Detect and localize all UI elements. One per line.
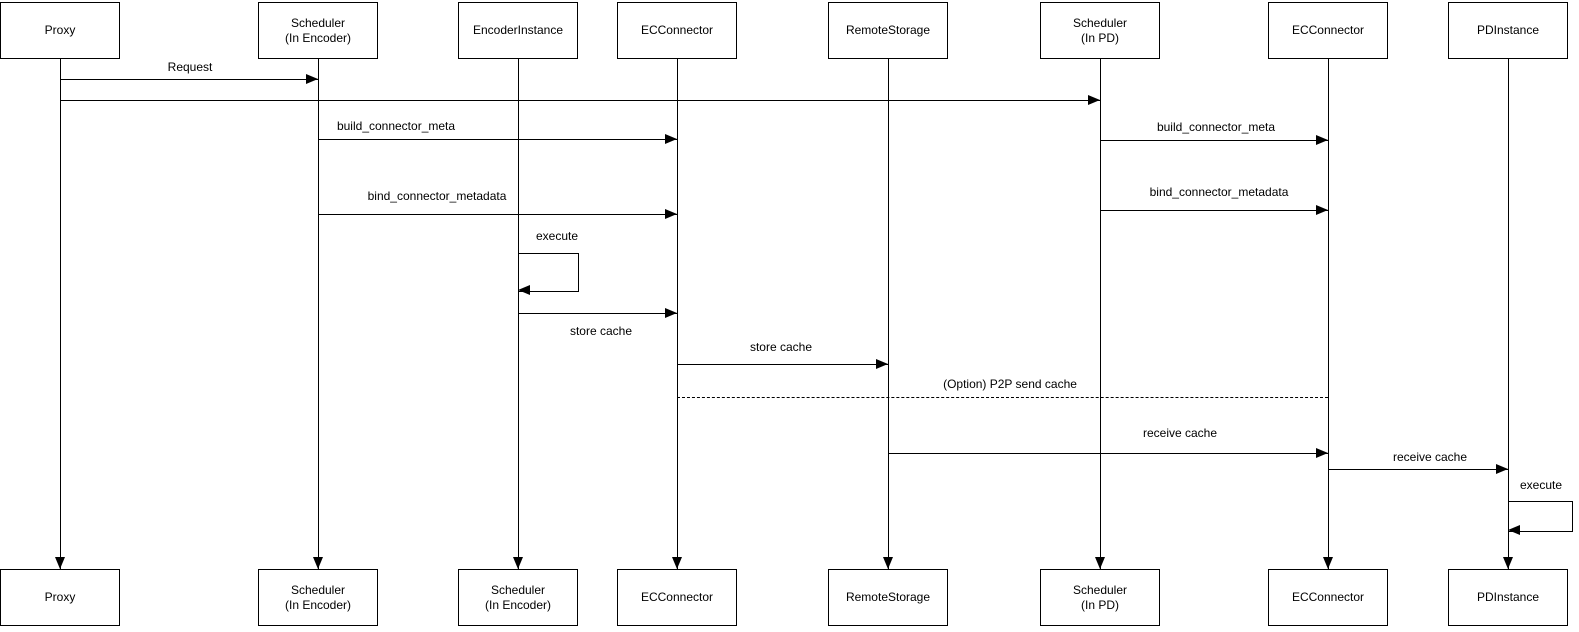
lifeline-remote-storage — [888, 58, 889, 569]
message-line-store-cache-2 — [677, 364, 888, 365]
message-label-request: Request — [165, 60, 215, 74]
lifeline-scheduler-encoder — [318, 58, 319, 569]
message-line-request — [60, 79, 318, 80]
self-message-loop-pd — [1508, 501, 1573, 532]
participant-top-box-proxy: Proxy — [0, 2, 120, 59]
participant-label: RemoteStorage — [845, 590, 931, 604]
message-line-store-cache-1 — [518, 313, 677, 314]
arrowhead-down — [672, 557, 682, 569]
participant-top-box-ecconnector-pd: ECConnector — [1268, 2, 1388, 59]
arrowhead-down — [55, 557, 65, 569]
participant-top-box-encoder-instance: EncoderInstance — [458, 2, 578, 59]
message-label-build-connector-meta-right: build_connector_meta — [1154, 120, 1278, 134]
participant-label: Scheduler (In PD) — [1072, 582, 1128, 612]
message-label-receive-cache-1: receive cache — [1140, 426, 1220, 440]
arrowhead-left — [1508, 525, 1520, 535]
participant-top-box-pd-instance: PDInstance — [1448, 2, 1568, 59]
participant-bottom-box-pd-instance: PDInstance — [1448, 569, 1568, 626]
participant-label: PDInstance — [1476, 23, 1540, 37]
participant-label: Scheduler (In PD) — [1072, 15, 1128, 45]
arrowhead-right — [1316, 205, 1328, 215]
message-line-bind-connector-metadata-right — [1100, 210, 1328, 211]
message-line-proxy-to-scheduler-pd — [60, 100, 1100, 101]
participant-bottom-box-scheduler-pd: Scheduler (In PD) — [1040, 569, 1160, 626]
participant-top-box-remote-storage: RemoteStorage — [828, 2, 948, 59]
participant-bottom-box-ecconnector-encoder: ECConnector — [617, 569, 737, 626]
participant-label: ECConnector — [640, 590, 714, 604]
lifeline-pd-instance — [1508, 58, 1509, 569]
participant-label: Scheduler (In Encoder) — [484, 582, 552, 612]
message-label-execute-encoder: execute — [533, 229, 581, 243]
lifeline-ecconnector-pd — [1328, 58, 1329, 569]
message-label-bind-connector-metadata-left: bind_connector_metadata — [365, 189, 509, 203]
participant-bottom-box-ecconnector-pd: ECConnector — [1268, 569, 1388, 626]
self-message-loop-encoder — [518, 253, 579, 292]
lifeline-ecconnector-encoder — [677, 58, 678, 569]
arrowhead-left — [518, 285, 530, 295]
arrowhead-right — [665, 308, 677, 318]
message-label-store-cache-2: store cache — [747, 340, 815, 354]
arrowhead-right — [306, 74, 318, 84]
message-label-store-cache-1: store cache — [567, 324, 635, 338]
message-line-build-connector-meta-left — [318, 139, 677, 140]
message-line-receive-cache-2 — [1328, 469, 1508, 470]
participant-label: ECConnector — [1291, 23, 1365, 37]
participant-label: ECConnector — [1291, 590, 1365, 604]
participant-label: ECConnector — [640, 23, 714, 37]
participant-label: RemoteStorage — [845, 23, 931, 37]
participant-top-box-ecconnector-encoder: ECConnector — [617, 2, 737, 59]
arrowhead-right — [665, 134, 677, 144]
arrowhead-right — [876, 359, 888, 369]
message-line-receive-cache-1 — [888, 453, 1328, 454]
message-label-execute-pd: execute — [1517, 478, 1565, 492]
participant-label: PDInstance — [1476, 590, 1540, 604]
lifeline-proxy — [60, 58, 61, 569]
participant-label: Proxy — [44, 590, 76, 604]
arrowhead-right — [1088, 95, 1100, 105]
message-line-bind-connector-metadata-left — [318, 214, 677, 215]
participant-bottom-box-remote-storage: RemoteStorage — [828, 569, 948, 626]
participant-label: EncoderInstance — [472, 23, 564, 37]
arrowhead-down — [883, 557, 893, 569]
message-line-build-connector-meta-right — [1100, 140, 1328, 141]
arrowhead-right — [1496, 464, 1508, 474]
arrowhead-right — [1316, 448, 1328, 458]
arrowhead-down — [513, 557, 523, 569]
arrowhead-right — [665, 209, 677, 219]
arrowhead-down — [313, 557, 323, 569]
participant-bottom-box-encoder-instance: Scheduler (In Encoder) — [458, 569, 578, 626]
message-label-p2p-send-cache: (Option) P2P send cache — [941, 377, 1079, 391]
arrowhead-down — [1095, 557, 1105, 569]
arrowhead-right — [1316, 135, 1328, 145]
message-label-build-connector-meta-left: build_connector_meta — [334, 119, 458, 133]
participant-bottom-box-proxy: Proxy — [0, 569, 120, 626]
lifeline-scheduler-pd — [1100, 58, 1101, 569]
arrowhead-down — [1323, 557, 1333, 569]
message-label-bind-connector-metadata-right: bind_connector_metadata — [1147, 185, 1291, 199]
arrowhead-down — [1503, 557, 1513, 569]
participant-label: Scheduler (In Encoder) — [284, 582, 352, 612]
message-line-p2p-send-cache — [677, 397, 1328, 398]
participant-top-box-scheduler-pd: Scheduler (In PD) — [1040, 2, 1160, 59]
participant-top-box-scheduler-encoder: Scheduler (In Encoder) — [258, 2, 378, 59]
participant-bottom-box-scheduler-encoder: Scheduler (In Encoder) — [258, 569, 378, 626]
participant-label: Proxy — [44, 23, 76, 37]
participant-label: Scheduler (In Encoder) — [284, 15, 352, 45]
message-label-receive-cache-2: receive cache — [1390, 450, 1470, 464]
